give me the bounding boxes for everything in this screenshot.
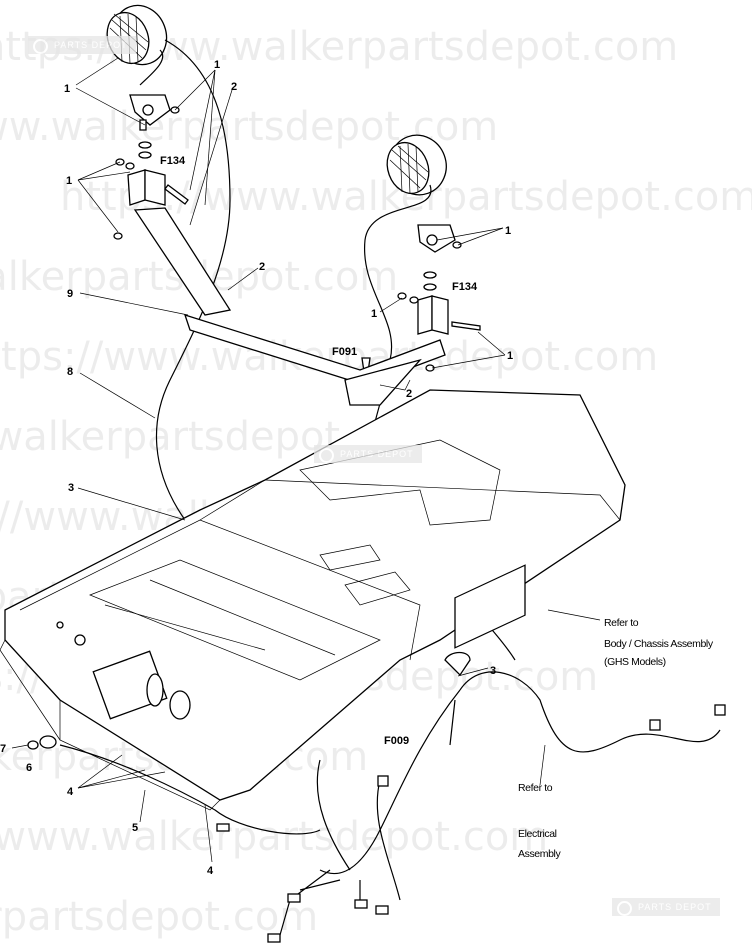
callout-3: 3 — [68, 482, 74, 494]
callout-4: 4 — [67, 786, 74, 798]
callout-f134: F134 — [452, 281, 478, 293]
right-lamp-bracket — [361, 224, 481, 373]
watermark-logo: PARTS DEPOT — [314, 445, 422, 463]
light-bar-frame — [133, 207, 446, 406]
callout-7: 7 — [0, 743, 6, 755]
electrical-harness — [27, 671, 726, 943]
note-electrical: Refer to Electrical Assembly — [518, 782, 562, 860]
logo-icon — [33, 39, 48, 54]
logo-icon — [319, 448, 334, 463]
svg-text:Assembly: Assembly — [518, 848, 561, 860]
callout-9: 9 — [67, 288, 73, 300]
watermark-logo: PARTS DEPOT — [28, 36, 136, 54]
callout-3: 3 — [490, 665, 496, 677]
svg-text:Refer to: Refer to — [604, 617, 639, 629]
chassis-deck — [0, 389, 626, 811]
callout-1: 1 — [371, 308, 377, 320]
leader-lines — [11, 57, 601, 863]
callout-1: 1 — [66, 175, 72, 187]
left-lamp-bracket — [113, 94, 189, 240]
callout-1: 1 — [505, 225, 511, 237]
callout-2: 2 — [406, 388, 412, 400]
logo-icon — [617, 901, 632, 916]
callout-f134: F134 — [160, 155, 186, 167]
svg-text:Body / Chassis Assembly: Body / Chassis Assembly — [604, 638, 714, 650]
callout-f009: F009 — [384, 735, 409, 747]
callout-5: 5 — [132, 822, 138, 834]
callout-1: 1 — [64, 83, 70, 95]
right-work-lamp — [386, 134, 447, 196]
callout-6: 6 — [26, 762, 32, 774]
svg-text:Refer to: Refer to — [518, 782, 553, 794]
grille-vents — [454, 564, 526, 649]
callout-8: 8 — [67, 366, 73, 378]
callout-f091: F091 — [332, 346, 357, 358]
watermark-logo: PARTS DEPOT — [612, 898, 720, 916]
svg-text:Electrical: Electrical — [518, 828, 557, 840]
svg-text:https://www.walkerpartsdepot.c: https://www.walkerpartsdepot.com — [0, 894, 318, 940]
note-body-chassis: Refer to Body / Chassis Assembly (GHS Mo… — [604, 617, 714, 668]
svg-text:(GHS Models): (GHS Models) — [604, 656, 666, 668]
svg-text:https://www.walkerpartsdepot.c: https://www.walkerpartsdepot.com — [0, 814, 548, 860]
callout-1: 1 — [214, 59, 220, 71]
callout-2: 2 — [231, 81, 237, 93]
callout-1: 1 — [507, 350, 513, 362]
callout-2: 2 — [259, 261, 265, 273]
callout-4: 4 — [207, 865, 214, 877]
callouts: 1 1 2 F134 1 2 9 8 F091 1 1 F134 1 2 3 3… — [0, 59, 513, 877]
